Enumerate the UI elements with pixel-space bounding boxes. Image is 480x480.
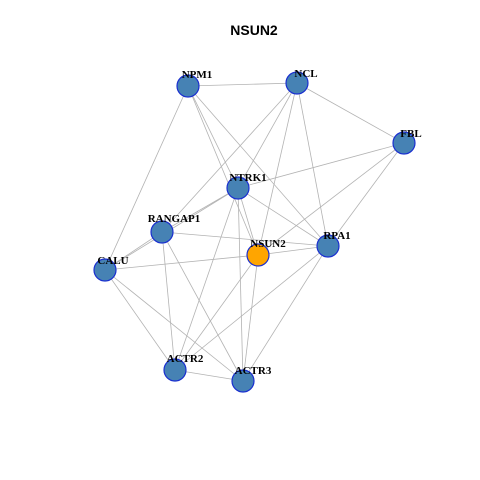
edge-ntrk1-rpa1 (237, 187, 329, 247)
node-calu (93, 258, 117, 282)
node-ncl (285, 71, 309, 95)
edge-npm1-calu (104, 85, 189, 271)
edge-npm1-rpa1 (187, 85, 329, 247)
edge-ncl-rpa1 (296, 82, 329, 247)
edge-ntrk1-nsun2 (237, 187, 259, 256)
node-rpa1 (316, 234, 340, 258)
edge-fbl-nsun2 (257, 142, 405, 256)
edge-calu-actr2 (104, 269, 176, 371)
edge-npm1-ntrk1 (187, 85, 239, 189)
edge-npm1-ncl (187, 82, 298, 87)
edge-rangap1-actr2 (161, 231, 176, 371)
edge-ntrk1-rangap1 (161, 187, 239, 233)
edge-ntrk1-actr2 (174, 187, 239, 371)
node-nsun2 (246, 243, 270, 267)
edge-rangap1-actr3 (161, 231, 244, 382)
edge-nsun2-rpa1 (257, 245, 329, 256)
node-label-nsun2: NSUN2 (250, 238, 286, 250)
node-label-calu: CALU (97, 255, 128, 267)
edge-calu-actr3 (104, 269, 244, 382)
node-actr2 (163, 358, 187, 382)
edge-fbl-rpa1 (327, 142, 405, 247)
edge-rangap1-rpa1 (161, 231, 329, 247)
edge-npm1-nsun2 (187, 85, 259, 256)
edge-fbl-ntrk1 (237, 142, 405, 189)
node-label-rangap1: RANGAP1 (148, 213, 201, 225)
node-label-actr3: ACTR3 (235, 365, 272, 377)
edge-ncl-nsun2 (257, 82, 298, 256)
edge-ncl-ntrk1 (237, 82, 298, 189)
node-fbl (392, 131, 416, 155)
node-ntrk1 (226, 176, 250, 200)
edge-ncl-fbl (296, 82, 405, 144)
edge-ntrk1-actr3 (237, 187, 244, 382)
node-label-fbl: FBL (400, 128, 421, 140)
node-label-ntrk1: NTRK1 (229, 172, 266, 184)
edges-layer (104, 82, 405, 382)
edge-calu-nsun2 (104, 254, 259, 271)
node-label-ncl: NCL (294, 68, 317, 80)
diagram-title: NSUN2 (230, 22, 278, 38)
edge-rpa1-actr3 (242, 245, 329, 382)
node-rangap1 (150, 220, 174, 244)
node-label-actr2: ACTR2 (167, 353, 204, 365)
node-label-rpa1: RPA1 (323, 230, 350, 242)
edge-rpa1-actr2 (174, 245, 329, 371)
node-label-npm1: NPM1 (182, 69, 213, 81)
node-npm1 (176, 74, 200, 98)
edge-nsun2-actr2 (174, 254, 259, 371)
edge-ncl-rangap1 (161, 82, 298, 233)
nodes-layer (93, 71, 416, 393)
node-actr3 (231, 369, 255, 393)
edge-nsun2-actr3 (242, 254, 259, 382)
